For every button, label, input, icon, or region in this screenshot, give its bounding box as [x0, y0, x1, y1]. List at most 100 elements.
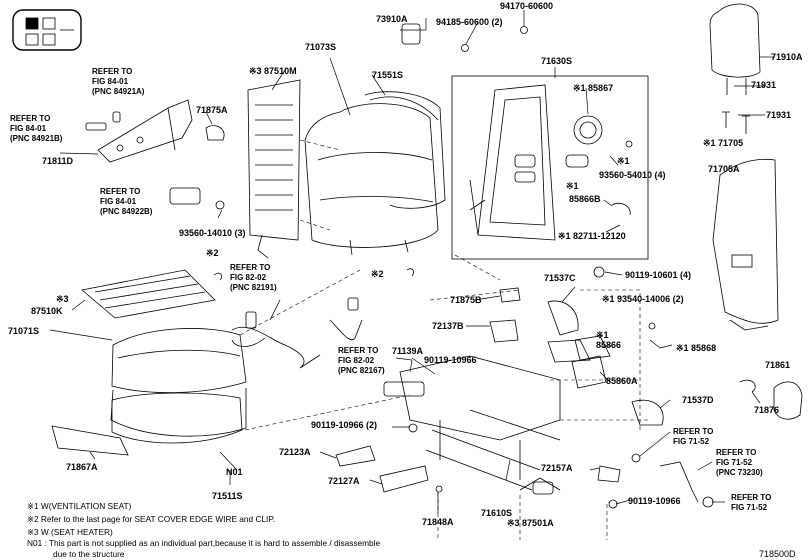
- note-seat-heater: ※3 W (SEAT HEATER): [27, 527, 113, 537]
- side-shield: [85, 99, 225, 163]
- label-71073S: 71073S: [305, 42, 337, 52]
- clip-71876: [739, 379, 756, 393]
- cover-72123A: [335, 445, 376, 467]
- label-71511S: 71511S: [212, 491, 243, 501]
- label-71551S: 71551S: [372, 70, 404, 80]
- bolt-90119-10601: [593, 266, 605, 278]
- bolt-part: [702, 496, 714, 508]
- refer-fig-71-52-b[interactable]: REFER TO FIG 71-52: [731, 493, 771, 513]
- seatback-cover: [304, 96, 439, 256]
- refer-fig-84-01-84921A[interactable]: REFER TO FIG 84-01 (PNC 84921A): [92, 67, 144, 97]
- label-87510K: 87510K: [31, 306, 63, 316]
- label-71848A: 71848A: [422, 517, 454, 527]
- refer-fig: FIG 82-02: [338, 356, 375, 365]
- nut-part: [631, 453, 641, 463]
- label-72137B: 72137B: [432, 321, 464, 331]
- refer-fig: FIG 84-01: [10, 124, 47, 133]
- bolt-90119-10966: [608, 499, 618, 509]
- refer-line: REFER TO: [338, 346, 379, 355]
- label-72127A: 72127A: [328, 476, 360, 486]
- label-mark1-b: ※1: [566, 181, 579, 191]
- label-mark1-a: ※1: [617, 156, 630, 166]
- refer-pnc: (PNC 84921A): [92, 87, 145, 96]
- refer-line: REFER TO: [230, 263, 271, 272]
- hinge-cover-71537D: [631, 399, 664, 426]
- refer-pnc: (PNC 84921B): [10, 134, 63, 143]
- label-94170-60600: 94170-60600: [500, 1, 554, 11]
- label-87510M: ※3 87510M: [249, 66, 297, 76]
- cushion-trim: [51, 425, 129, 456]
- part-85868: [649, 339, 673, 349]
- note-n01-cont: due to the structure: [53, 549, 125, 559]
- seat-belt-buckle: [659, 461, 699, 503]
- bolt-71848A: [435, 485, 443, 493]
- nut-94185: [461, 44, 469, 52]
- part-73910A: [401, 23, 421, 45]
- label-93540-14006: ※1 93540-14006 (2): [602, 294, 684, 304]
- label-N01: N01: [226, 467, 243, 477]
- cover-72137B: [489, 319, 519, 343]
- label-90119-10966-c: 90119-10966: [628, 496, 681, 506]
- refer-fig-82-02-82167[interactable]: REFER TO FIG 82-02 (PNC 82167): [338, 346, 385, 376]
- refer-fig: FIG 84-01: [92, 77, 129, 86]
- label-85867: ※1 85867: [573, 83, 614, 93]
- label-71931-a: 71931: [751, 80, 777, 90]
- knob-71861: [773, 381, 803, 420]
- cover-72157A: [597, 465, 621, 483]
- cover-71875B: [499, 287, 521, 303]
- wire-harness: [231, 297, 363, 369]
- label-90119-10966-2: 90119-10966 (2): [311, 420, 378, 430]
- refer-fig: FIG 71-52: [673, 437, 710, 446]
- label-73910A: 73910A: [376, 14, 408, 24]
- label-71867A: 71867A: [66, 462, 98, 472]
- seatback-board: [712, 158, 779, 331]
- screw-93560-54010: [625, 140, 633, 148]
- label-71537D: 71537D: [682, 395, 714, 405]
- switch-part: [169, 187, 201, 205]
- refer-fig-82-02-82191[interactable]: REFER TO FIG 82-02 (PNC 82191): [230, 263, 277, 293]
- note-n01: N01 : This part is not supplied as an in…: [27, 538, 381, 548]
- label-90119-10966-a: 90119-10966: [424, 355, 477, 365]
- label-93560-14010: 93560-14010 (3): [179, 228, 246, 238]
- headrest: [709, 3, 761, 134]
- refer-line: REFER TO: [716, 448, 757, 457]
- label-85868: ※1 85868: [676, 343, 717, 353]
- label-71705: ※1 71705: [703, 138, 744, 148]
- refer-pnc: (PNC 84922B): [100, 207, 153, 216]
- part-85866: [574, 335, 611, 361]
- label-71139A: 71139A: [392, 346, 424, 356]
- label-71875B: 71875B: [450, 295, 482, 305]
- cover-72127A: [379, 465, 429, 493]
- label-mark2-b: ※2: [371, 269, 384, 279]
- seat-location-icon: [12, 9, 82, 51]
- refer-fig-84-01-84921B[interactable]: REFER TO FIG 84-01 (PNC 84921B): [10, 114, 62, 144]
- note-ventilation: ※1 W(VENTILATION SEAT): [27, 501, 132, 511]
- label-82711-12120: ※1 82711-12120: [558, 231, 626, 241]
- label-71811D: 71811D: [42, 156, 74, 166]
- hinge-cover-71537C: [547, 300, 579, 336]
- label-93560-54010: 93560-54010 (4): [599, 170, 666, 180]
- cushion-cover: [110, 328, 247, 437]
- refer-line: REFER TO: [673, 427, 714, 436]
- label-71861: 71861: [765, 360, 791, 370]
- label-85866B: 85866B: [569, 194, 601, 204]
- diagram-id: 718500D: [759, 549, 796, 559]
- screw-part: [215, 200, 225, 210]
- refer-line: REFER TO: [100, 187, 141, 196]
- refer-pnc: (PNC 73230): [716, 468, 763, 477]
- seatback-pad: [364, 91, 446, 209]
- nut-94170: [520, 26, 528, 34]
- screw-93540: [648, 322, 656, 330]
- refer-fig-84-01-84922B[interactable]: REFER TO FIG 84-01 (PNC 84922B): [100, 187, 152, 217]
- label-72157A: 72157A: [541, 463, 573, 473]
- label-71931-b: 71931: [766, 110, 792, 120]
- cushion-heater: [81, 269, 216, 319]
- note-seat-cover-wire: ※2 Refer to the last page for SEAT COVER…: [27, 514, 276, 524]
- refer-fig-71-52-73230[interactable]: REFER TO FIG 71-52 (PNC 73230): [716, 448, 763, 478]
- refer-pnc: (PNC 82167): [338, 366, 385, 375]
- bolt-90119-10966-2: [408, 423, 418, 433]
- refer-fig-71-52-a[interactable]: REFER TO FIG 71-52: [673, 427, 713, 447]
- refer-fig: FIG 71-52: [716, 458, 753, 467]
